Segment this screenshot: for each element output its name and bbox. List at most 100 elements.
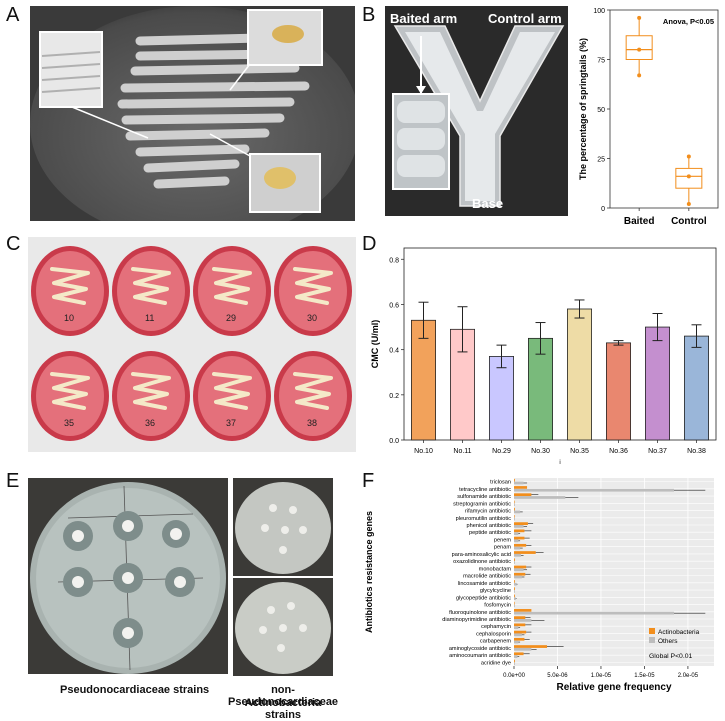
panel-a-photo bbox=[30, 6, 355, 221]
data-point bbox=[637, 15, 642, 20]
legend-label: Others bbox=[658, 638, 678, 645]
x-tick-label: 1.5e-05 bbox=[634, 673, 655, 679]
plate-label: 38 bbox=[307, 418, 317, 428]
y-axis-label: CMC (U/ml) bbox=[370, 320, 380, 369]
panel-e-letter: E bbox=[6, 470, 20, 492]
y-tick-label: sulfonamide antibiotic bbox=[457, 494, 511, 500]
data-point bbox=[686, 174, 691, 179]
bar-others bbox=[514, 568, 524, 572]
y-tick-label: 50 bbox=[597, 107, 605, 114]
bar-actinobacteria bbox=[514, 659, 515, 663]
panel-f-letter: F bbox=[362, 470, 375, 492]
x-tick-label: 5.0e-06 bbox=[547, 673, 568, 679]
bar-actinobacteria bbox=[514, 478, 515, 482]
y-tick-label: lincosamide antibiotic bbox=[458, 581, 511, 587]
bar bbox=[645, 326, 670, 441]
bar-actinobacteria bbox=[514, 515, 515, 518]
x-tick-label: No.37 bbox=[648, 448, 667, 455]
bar bbox=[606, 342, 631, 441]
bar-actinobacteria bbox=[514, 652, 524, 656]
x-tick-label: Baited bbox=[624, 216, 655, 227]
y-tick-label: 25 bbox=[597, 157, 605, 164]
bar-others bbox=[514, 655, 518, 658]
base-label: Base bbox=[472, 196, 504, 211]
y-tick-label: fosfomycin bbox=[484, 603, 511, 609]
bar-others bbox=[514, 488, 674, 492]
bar-others bbox=[514, 626, 519, 629]
bar-actinobacteria bbox=[514, 616, 526, 619]
y-maze-illustration bbox=[385, 6, 568, 216]
y-tick-label: peptide antibiotic bbox=[469, 530, 511, 536]
y-tick-label: carbapenem bbox=[480, 639, 511, 645]
bar-actinobacteria bbox=[514, 609, 532, 612]
plate-label: 37 bbox=[226, 418, 236, 428]
panel-e-photo-large bbox=[28, 478, 228, 674]
plot-panel bbox=[514, 478, 714, 666]
y-tick-label: monobactam bbox=[479, 566, 512, 572]
x-tick-label: 2.0e-05 bbox=[678, 673, 699, 679]
y-tick-label: 0 bbox=[601, 206, 605, 213]
y-tick-label: pleuromutilin antibiotic bbox=[456, 516, 512, 522]
plate-label: 30 bbox=[307, 313, 317, 323]
x-tick-label: Control bbox=[671, 216, 707, 227]
bar-actinobacteria bbox=[514, 572, 526, 576]
plate-label: 36 bbox=[145, 418, 155, 428]
bar-others bbox=[514, 662, 515, 666]
bar-others bbox=[514, 575, 522, 579]
y-tick-label: 100 bbox=[593, 8, 605, 15]
y-tick-label: acridine dye bbox=[481, 660, 511, 666]
data-point bbox=[637, 47, 642, 52]
bacterial-streak bbox=[293, 267, 333, 305]
y-tick-label: 0.6 bbox=[389, 302, 399, 309]
y-tick-label: 0.2 bbox=[389, 393, 399, 400]
inset-bottom-right bbox=[249, 153, 321, 213]
bar-actinobacteria bbox=[514, 500, 515, 504]
x-tick-label: No.38 bbox=[687, 448, 706, 455]
bacterial-streak bbox=[50, 372, 90, 410]
bacterial-streak bbox=[293, 372, 333, 410]
y-tick-label: 0.4 bbox=[389, 348, 399, 355]
bar-others bbox=[514, 517, 515, 521]
bar-actinobacteria bbox=[514, 551, 536, 554]
bar-others bbox=[514, 633, 522, 637]
y-tick-label: aminocoumarin antibiotic bbox=[449, 653, 511, 659]
panel-b-letter: B bbox=[362, 4, 376, 26]
bar-actinobacteria bbox=[514, 529, 525, 533]
plate-label: 10 bbox=[64, 313, 74, 323]
bar-actinobacteria bbox=[514, 594, 515, 598]
bar-actinobacteria bbox=[514, 486, 528, 489]
x-tick-label: No.29 bbox=[492, 448, 511, 455]
x-axis-label: Relative gene frequency bbox=[556, 682, 671, 693]
bar bbox=[489, 356, 514, 441]
bar-others bbox=[514, 525, 524, 528]
y-tick-label: cephamycin bbox=[481, 624, 511, 630]
bar-actinobacteria bbox=[514, 580, 515, 583]
legend-label: Actinobacteria bbox=[658, 629, 700, 636]
panel-a-letter: A bbox=[6, 4, 20, 26]
panel-e-caption-right-2: Actinobacteria strains bbox=[244, 697, 322, 721]
bar-others bbox=[514, 590, 515, 593]
bar-others bbox=[514, 496, 566, 499]
panel-c-letter: C bbox=[6, 233, 21, 255]
panel-e-caption-right-1: non-Pseudonocardiaceae bbox=[228, 684, 339, 708]
bar-actinobacteria bbox=[514, 587, 515, 591]
bar-others bbox=[514, 604, 515, 608]
bar-others bbox=[514, 546, 521, 550]
fungal-streak bbox=[117, 33, 310, 189]
bacterial-streak bbox=[212, 267, 252, 305]
panel-e-photo-top-right bbox=[233, 478, 333, 576]
data-point bbox=[637, 73, 642, 78]
control-arm-label: Control arm bbox=[488, 11, 562, 26]
bar-actinobacteria bbox=[514, 543, 527, 547]
bacterial-streak bbox=[212, 372, 252, 410]
bar-others bbox=[514, 503, 515, 507]
bar-actinobacteria bbox=[514, 637, 525, 641]
bar-others bbox=[514, 647, 532, 651]
inset-left bbox=[39, 31, 103, 108]
bar-actinobacteria bbox=[514, 645, 548, 648]
y-tick-label: cephalosporin bbox=[476, 631, 511, 637]
y-tick-label: fluoroquinolone antibiotic bbox=[449, 610, 511, 616]
